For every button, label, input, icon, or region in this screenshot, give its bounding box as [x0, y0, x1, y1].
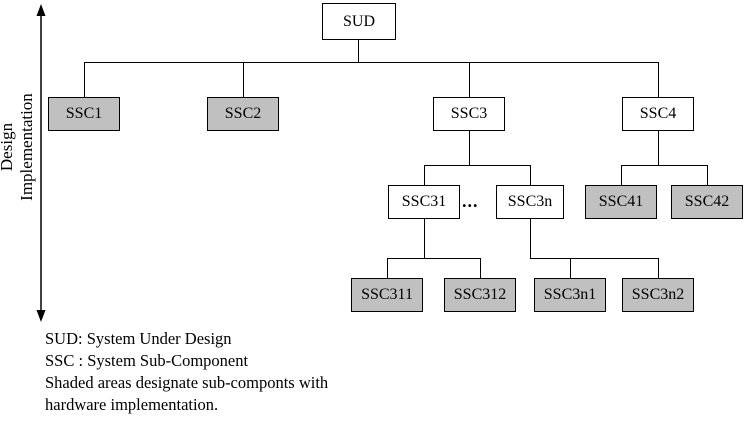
legend: SUD: System Under Design SSC : System Su… — [45, 328, 328, 416]
axis-label-design: Design — [0, 122, 16, 172]
connector-drop-ssc31 — [424, 165, 425, 185]
node-ssc3n2: SSC3n2 — [622, 278, 694, 312]
design-implementation-arrow-icon — [36, 4, 46, 322]
connector-sud-down — [358, 40, 359, 62]
connector-drop-ssc2 — [243, 62, 244, 97]
connector-ssc4-down — [658, 131, 659, 165]
node-ssc42: SSC42 — [671, 185, 743, 219]
connector-drop-ssc4 — [658, 62, 659, 97]
connector-ssc31-down — [424, 219, 425, 258]
connector-drop-ssc311 — [387, 258, 388, 278]
node-ssc1: SSC1 — [48, 97, 120, 131]
node-ssc41: SSC41 — [585, 185, 657, 219]
node-ssc4: SSC4 — [622, 97, 694, 131]
connector-drop-ssc41 — [621, 165, 622, 185]
axis-label-implementation: Implementation — [17, 93, 36, 201]
connector-drop-ssc312 — [480, 258, 481, 278]
connector-drop-ssc3n1 — [570, 258, 571, 278]
node-ssc311: SSC311 — [351, 278, 423, 312]
node-ssc3n: SSC3n — [496, 185, 564, 219]
ellipsis: ... — [462, 191, 479, 211]
connector-bus-ssc3n — [530, 258, 658, 259]
legend-line-hardware: hardware implementation. — [45, 395, 219, 414]
node-sud: SUD — [322, 3, 396, 40]
connector-ssc3-down — [469, 131, 470, 165]
connector-drop-ssc1 — [84, 62, 85, 97]
connector-drop-ssc3n2 — [658, 258, 659, 278]
node-ssc31: SSC31 — [388, 185, 460, 219]
connector-bus-ssc31 — [387, 258, 480, 259]
connector-bus-level1 — [84, 62, 658, 63]
node-ssc3: SSC3 — [433, 97, 505, 131]
node-ssc312: SSC312 — [444, 278, 516, 312]
connector-drop-ssc3n — [530, 165, 531, 185]
legend-line-shaded: Shaded areas designate sub-componts with — [45, 373, 329, 392]
axis-label: Design Implementation — [0, 55, 39, 239]
legend-line-ssc: SSC : System Sub-Component — [45, 351, 249, 370]
connector-bus-ssc3 — [424, 165, 530, 166]
connector-bus-ssc4 — [621, 165, 707, 166]
node-ssc3n1: SSC3n1 — [534, 278, 606, 312]
connector-drop-ssc3 — [469, 62, 470, 97]
connector-drop-ssc42 — [707, 165, 708, 185]
node-ssc2: SSC2 — [207, 97, 279, 131]
connector-ssc3n-down — [530, 219, 531, 258]
legend-line-sud: SUD: System Under Design — [45, 329, 232, 348]
